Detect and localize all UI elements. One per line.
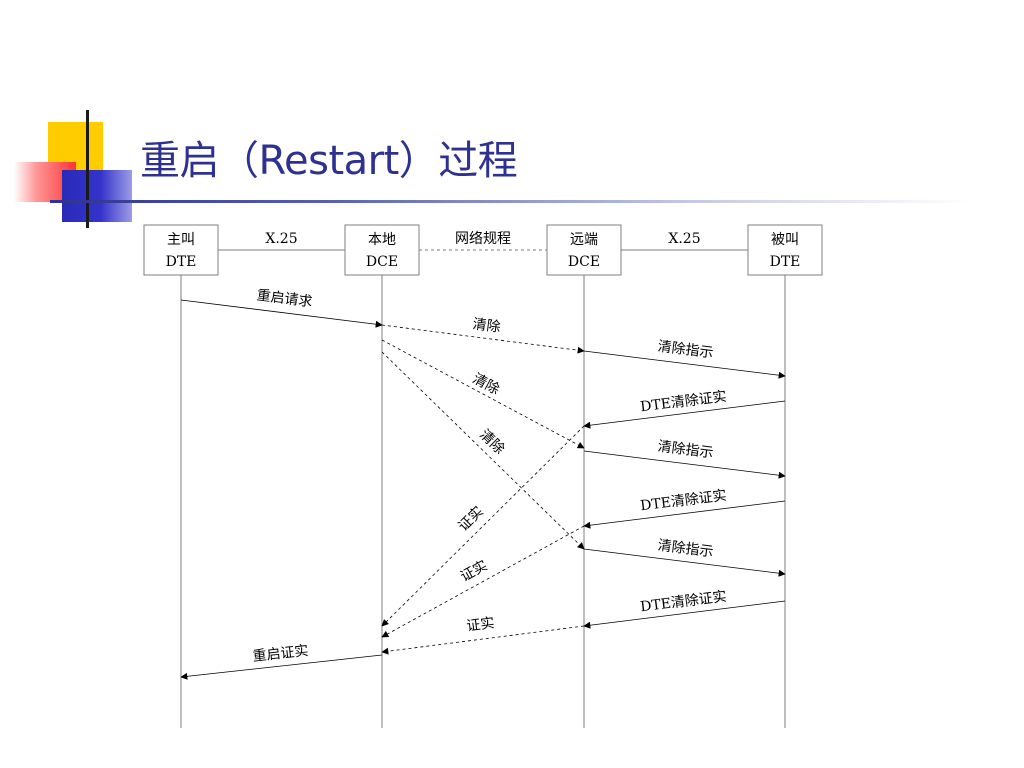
entity-label-top-1: 本地 (368, 232, 396, 248)
message-label-3: 清除 (470, 371, 502, 398)
entity-box-1: 本地 DCE (344, 224, 420, 276)
message-label-8: DTE清除证实 (639, 488, 727, 515)
message-arrow-4 (583, 400, 786, 429)
entity-rect-2 (546, 224, 622, 276)
message-label-9: 清除指示 (657, 538, 715, 561)
message-label-7: 证实 (456, 504, 487, 535)
entity-label-bottom-2: DCE (568, 254, 600, 270)
message-label-6: 清除指示 (657, 439, 715, 462)
message-label-11: DTE清除证实 (639, 589, 727, 616)
message-arrow-9 (583, 548, 786, 577)
message-label-0: 重启请求 (256, 288, 314, 311)
message-label-2: 清除指示 (657, 339, 715, 362)
entity-label-top-2: 远端 (570, 232, 598, 248)
deco-blue-square (62, 170, 132, 222)
entity-label-bottom-0: DTE (166, 254, 197, 270)
message-label-13: 重启证实 (252, 643, 309, 665)
entity-box-0: 主叫 DTE (143, 224, 219, 276)
link-label-2: X.25 (668, 231, 700, 247)
message-arrow-1 (381, 324, 585, 354)
message-arrow-0 (180, 299, 383, 328)
message-arrow-10 (381, 525, 585, 638)
message-label-10: 证实 (458, 558, 490, 586)
entity-rect-3 (747, 224, 823, 276)
entity-box-2: 远端 DCE (546, 224, 622, 276)
message-arrow-11 (583, 600, 786, 629)
message-label-4: DTE清除证实 (639, 389, 727, 416)
entity-label-bottom-3: DTE (770, 254, 801, 270)
message-arrow-5 (381, 351, 585, 550)
entity-rect-1 (344, 224, 420, 276)
message-label-5: 清除 (476, 427, 507, 458)
message-arrow-13 (180, 654, 383, 680)
entity-label-top-0: 主叫 (167, 232, 195, 248)
message-arrow-12 (381, 625, 585, 655)
entity-box-3: 被叫 DTE (747, 224, 823, 276)
entity-rect-0 (143, 224, 219, 276)
link-label-0: X.25 (265, 231, 297, 247)
message-arrow-6 (583, 450, 786, 479)
link-label-1: 网络规程 (455, 231, 511, 247)
entity-label-top-3: 被叫 (771, 232, 799, 248)
message-arrow-2 (583, 350, 786, 379)
message-label-1: 清除 (472, 316, 502, 335)
message-label-12: 证实 (466, 615, 496, 634)
slide-title: 重启（Restart）过程 (140, 138, 518, 184)
entity-label-bottom-1: DCE (366, 254, 398, 270)
deco-vertical-bar (86, 110, 89, 228)
message-arrow-8 (583, 500, 786, 529)
message-arrow-7 (381, 425, 585, 627)
title-underline (50, 200, 970, 203)
message-arrow-3 (381, 339, 585, 449)
